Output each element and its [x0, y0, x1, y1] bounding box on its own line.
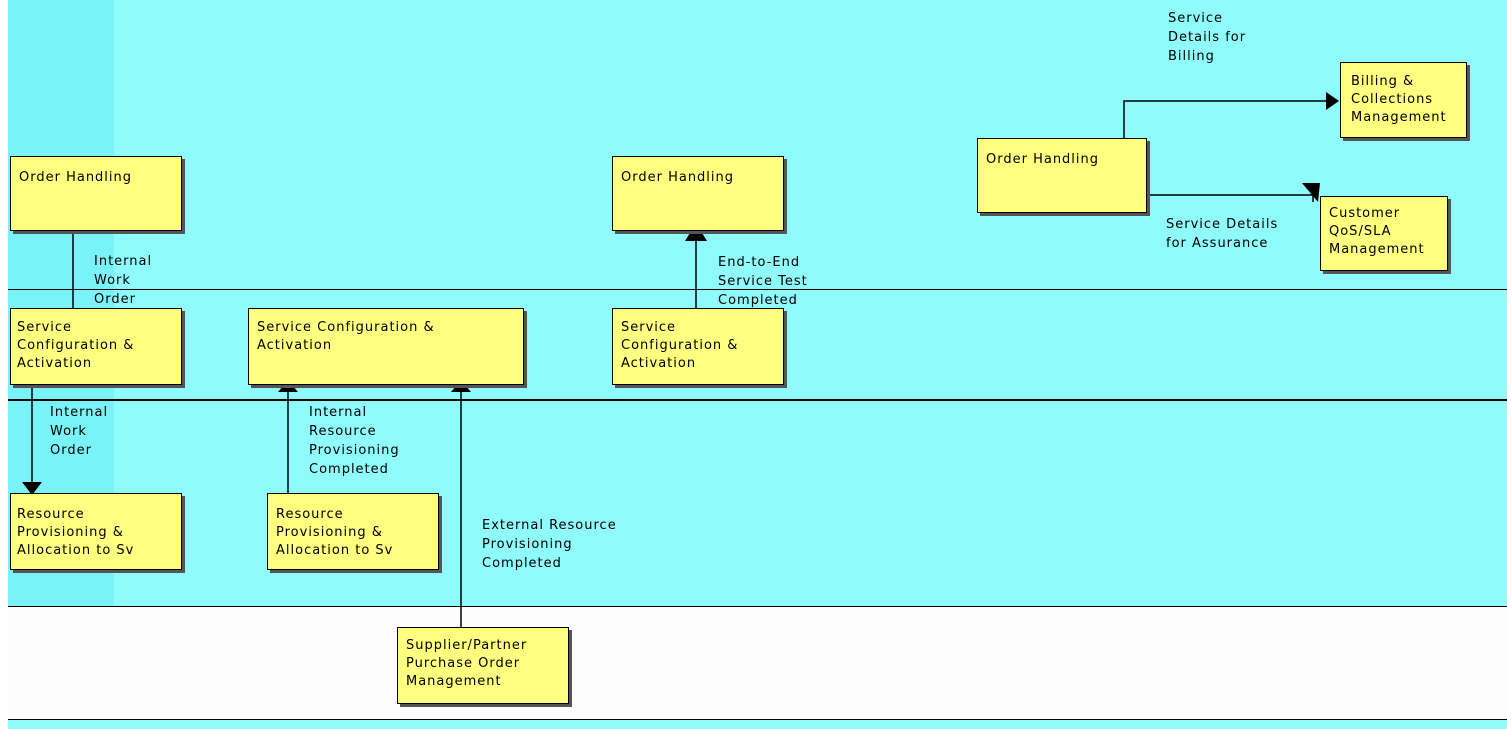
- lane-divider: [8, 289, 1507, 290]
- customer-qos-sla-box[interactable]: Customer QoS/SLA Management: [1320, 196, 1448, 271]
- service-config-box[interactable]: Service Configuration & Activation: [248, 308, 524, 385]
- arrowhead-up: [685, 223, 707, 241]
- lane-divider: [8, 399, 1507, 401]
- arrowhead-down: [1302, 183, 1320, 202]
- lane-supplier: [8, 607, 1507, 720]
- lane-customer: [8, 0, 1507, 290]
- arrowhead-down: [22, 482, 42, 495]
- flow-label: External Resource Provisioning Completed: [482, 518, 617, 571]
- flow-label: Service Details for Billing: [1168, 11, 1247, 64]
- resource-provisioning-box[interactable]: Resource Provisioning & Allocation to Sv: [267, 493, 439, 570]
- flow-label: Internal Resource Provisioning Completed: [309, 405, 400, 477]
- flow-label: Internal Work Order: [94, 254, 153, 307]
- arrowhead-right: [1326, 92, 1339, 110]
- connector-line: [1146, 194, 1314, 202]
- order-handling-box[interactable]: Order Handling: [10, 156, 182, 231]
- connector-line: [1123, 100, 1336, 138]
- billing-collections-box[interactable]: Billing & Collections Management: [1340, 62, 1467, 138]
- service-config-box[interactable]: Service Configuration & Activation: [612, 308, 784, 385]
- flow-label: Service Details for Assurance: [1166, 217, 1279, 251]
- supplier-purchase-order-box[interactable]: Supplier/Partner Purchase Order Manageme…: [397, 627, 569, 704]
- arrowhead-up: [451, 380, 471, 392]
- lane-resource: [8, 400, 1507, 607]
- lane-divider: [8, 719, 1507, 720]
- lane-bottom: [8, 720, 1507, 729]
- arrowhead-up: [278, 380, 298, 392]
- order-handling-box[interactable]: Order Handling: [612, 156, 784, 231]
- flow-label: End-to-End Service Test Completed: [718, 255, 808, 308]
- flow-label: Internal Work Order: [50, 405, 109, 458]
- lane-divider: [8, 606, 1507, 607]
- order-handling-box[interactable]: Order Handling: [977, 138, 1147, 213]
- service-config-box[interactable]: Service Configuration & Activation: [10, 308, 182, 385]
- resource-provisioning-box[interactable]: Resource Provisioning & Allocation to Sv: [10, 493, 182, 570]
